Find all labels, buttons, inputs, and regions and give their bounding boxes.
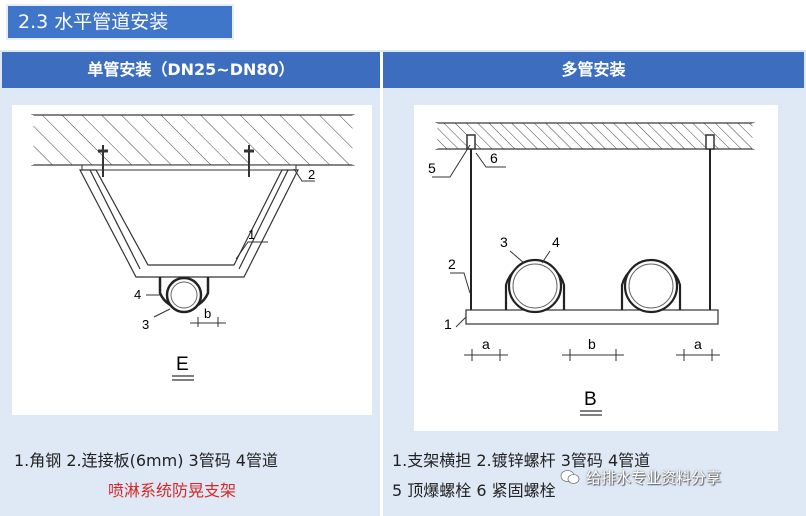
callout-1: 1 [248, 227, 255, 242]
watermark: 给排水专业资料分享 [560, 466, 800, 488]
ceiling-slab [435, 122, 755, 150]
ceiling-slab [31, 114, 355, 166]
callout-1: 1 [444, 316, 452, 332]
left-column-header: 单管安装（DN25~DN80） [2, 52, 380, 88]
left-subtitle: 喷淋系统防晃支架 [108, 481, 237, 500]
anchor-bolt [98, 145, 254, 177]
top-rule [0, 46, 806, 48]
connection-plate [81, 164, 297, 171]
callout-2: 2 [308, 167, 315, 182]
view-letter-b: B [584, 389, 597, 410]
dimension-b: b [588, 336, 596, 352]
pipe-circle [165, 276, 203, 314]
angle-steel-frame [79, 169, 299, 278]
callout-5: 5 [428, 160, 436, 176]
right-column-header: 多管安装 [383, 52, 804, 88]
dimension-b [190, 317, 226, 327]
dimension-b-label: b [204, 306, 211, 321]
callout-6: 6 [490, 150, 498, 166]
pipe-circle [507, 258, 563, 314]
threaded-rod [470, 149, 711, 310]
left-legend: 1.角钢 2.连接板(6mm) 3管码 4管道 [14, 451, 278, 470]
single-pipe-diagram: 1 2 4 3 b E [12, 105, 372, 415]
callout-3: 3 [500, 234, 508, 250]
support-crossarm [465, 309, 719, 325]
dimension-a-left: a [482, 336, 490, 352]
callout-4: 4 [552, 234, 560, 250]
multi-pipe-diagram: 5 6 2 1 3 4 a b a B [414, 105, 778, 431]
wechat-icon [560, 470, 580, 484]
dimension-a-right: a [694, 336, 702, 352]
callout-4: 4 [134, 287, 141, 302]
pipe-circle [623, 258, 679, 314]
single-pipe-drawing: 1 2 4 3 b E [30, 114, 356, 381]
multi-pipe-drawing: 5 6 2 1 3 4 a b a B [428, 122, 756, 416]
dimension-line [464, 349, 720, 361]
right-legend-line2: 5 顶爆螺栓 6 紧固螺栓 [392, 481, 556, 500]
view-letter-e: E [176, 354, 189, 375]
callout-2: 2 [448, 256, 456, 272]
right-legend-line1: 1.支架横担 2.镀锌螺杆 3管码 4管道 [392, 451, 651, 470]
column-divider [380, 52, 383, 516]
section-title: 2.3 水平管道安装 [6, 4, 234, 40]
callout-3: 3 [142, 317, 149, 332]
watermark-text: 给排水专业资料分享 [586, 468, 722, 487]
